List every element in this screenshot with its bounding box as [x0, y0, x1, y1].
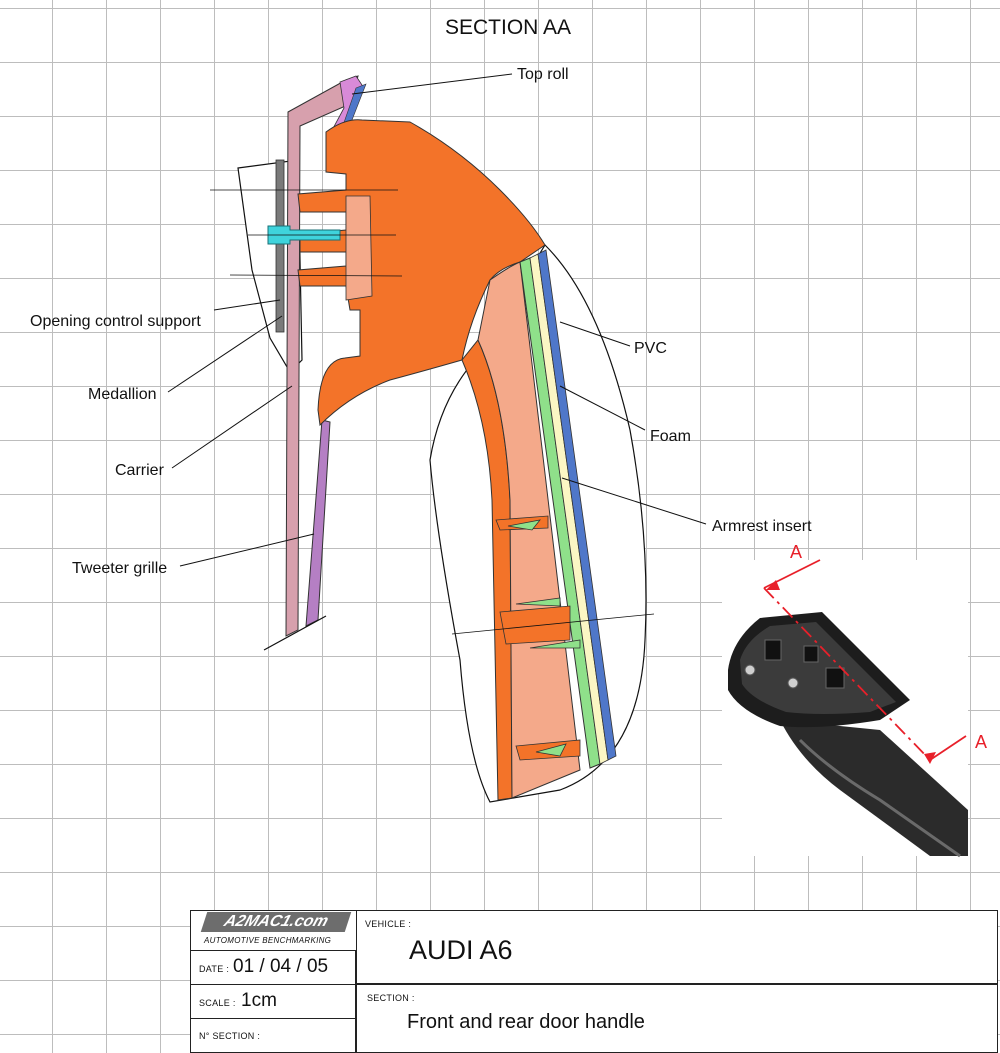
- date-label: DATE :: [199, 964, 230, 974]
- nsection-cell: N° SECTION :: [190, 1018, 356, 1053]
- section-arrow-bottom: [924, 752, 936, 764]
- armrest-ribs: [495, 515, 581, 761]
- scale-cell: SCALE : 1cm: [190, 984, 356, 1019]
- grille-edge: [263, 615, 327, 651]
- label-medallion: Medallion: [88, 386, 156, 403]
- handle-photo: [722, 560, 968, 858]
- date-value: 01 / 04 / 05: [233, 956, 329, 977]
- construction-lines: [210, 189, 655, 635]
- section-arrow-top: [766, 580, 780, 590]
- nsection-label: N° SECTION :: [199, 1031, 261, 1041]
- label-foam: Foam: [650, 428, 691, 445]
- scale-value: 1cm: [241, 990, 277, 1011]
- label-opening-control-support: Opening control support: [30, 313, 201, 330]
- label-carrier: Carrier: [115, 462, 165, 479]
- logo: A2MAC1.com AUTOMOTIVE BENCHMARKING: [194, 912, 356, 950]
- section-marker-top: A: [790, 542, 802, 562]
- label-top-roll: Top roll: [517, 66, 569, 83]
- section-title: SECTION AA: [445, 16, 571, 39]
- date-cell: DATE : 01 / 04 / 05: [190, 950, 356, 985]
- medallion-part: [275, 159, 285, 333]
- section-value: Front and rear door handle: [407, 1011, 645, 1033]
- section-marker-bottom: A: [975, 732, 987, 752]
- leader-lines: [167, 73, 707, 567]
- section-cell: SECTION : Front and rear door handle: [356, 984, 998, 1053]
- vehicle-label: VEHICLE :: [365, 919, 412, 929]
- label-pvc: PVC: [634, 340, 667, 357]
- logo-text: A2MAC1.com: [200, 912, 352, 932]
- vehicle-value: AUDI A6: [409, 935, 513, 965]
- handle-inner: [345, 195, 373, 301]
- vehicle-cell: VEHICLE : AUDI A6: [356, 910, 998, 984]
- logo-subtitle: AUTOMOTIVE BENCHMARKING: [204, 936, 332, 945]
- pvc-part: [537, 249, 617, 761]
- label-armrest-insert: Armrest insert: [712, 518, 812, 535]
- section-label: SECTION :: [367, 993, 415, 1003]
- tweeter-grille-part: [305, 419, 331, 627]
- armrest-core: [477, 261, 581, 799]
- scale-label: SCALE :: [199, 998, 236, 1008]
- label-tweeter-grille: Tweeter grille: [72, 560, 167, 577]
